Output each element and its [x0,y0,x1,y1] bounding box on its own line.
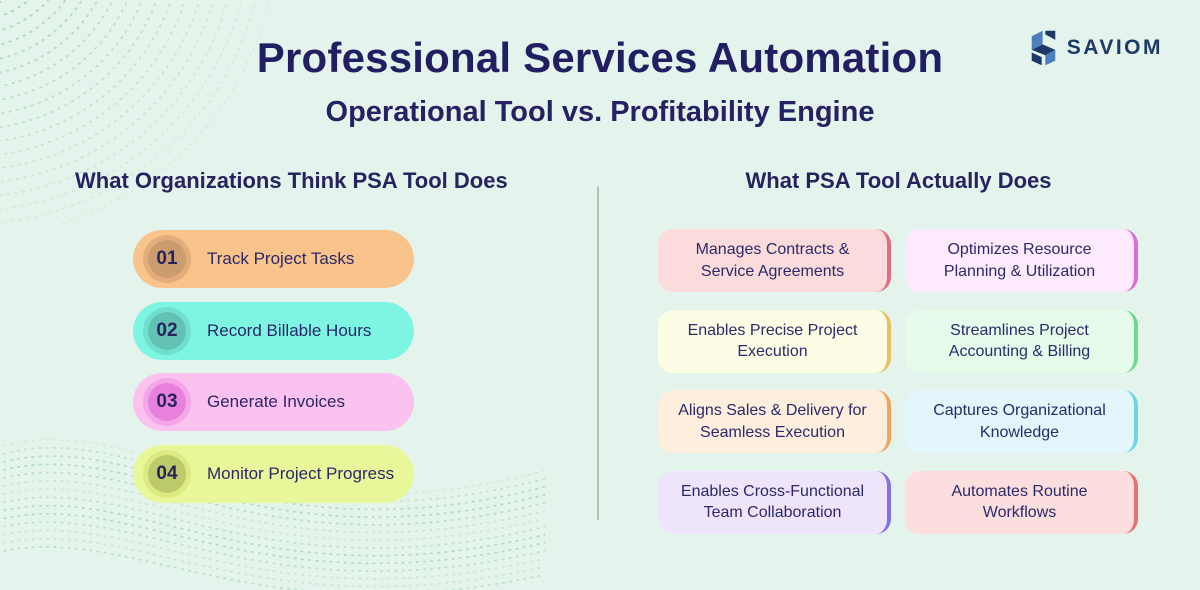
saviom-logo-text: SAVIOM [1066,36,1163,59]
left-section-heading: What Organizations Think PSA Tool Does [75,168,508,193]
right-section-heading: What PSA Tool Actually Does [745,168,1052,193]
card-4: Streamlines Project Accounting & Billing [905,309,1138,373]
card-7: Enables Cross-Functional Team Collaborat… [658,470,891,534]
card-8: Automates Routine Workflows [905,470,1138,534]
pill-3: 03 Generate Invoices [133,373,414,431]
pill-1: 01 Track Project Tasks [133,230,414,288]
card-3: Enables Precise Project Execution [658,309,891,373]
card-6: Captures Organizational Knowledge [905,390,1138,453]
card-5: Aligns Sales & Delivery for Seamless Exe… [658,390,891,453]
pill-label: Record Billable Hours [207,320,372,340]
pill-4: 04 Monitor Project Progress [133,444,414,503]
saviom-s-icon [1031,30,1055,66]
pill-label: Generate Invoices [207,392,345,411]
page-title: Professional Services Automation [256,34,944,81]
left-pill-list: 01 Track Project Tasks 02 Record Billabl… [133,230,414,503]
pill-label: Track Project Tasks [207,249,355,268]
vertical-divider [597,186,599,520]
saviom-logo: SAVIOM [1029,30,1163,66]
pill-number-badge: 01 [148,240,186,278]
pill-2: 02 Record Billable Hours [133,301,414,360]
right-card-grid: Manages Contracts & Service Agreements O… [658,229,1138,534]
pill-label: Monitor Project Progress [207,463,395,483]
page-subtitle: Operational Tool vs. Profitability Engin… [325,96,875,128]
pill-number-badge: 03 [148,383,186,421]
card-2: Optimizes Resource Planning & Utilizatio… [905,229,1138,292]
card-1: Manages Contracts & Service Agreements [658,229,891,292]
pill-number-badge: 04 [148,454,186,493]
pill-number-badge: 02 [148,311,186,350]
